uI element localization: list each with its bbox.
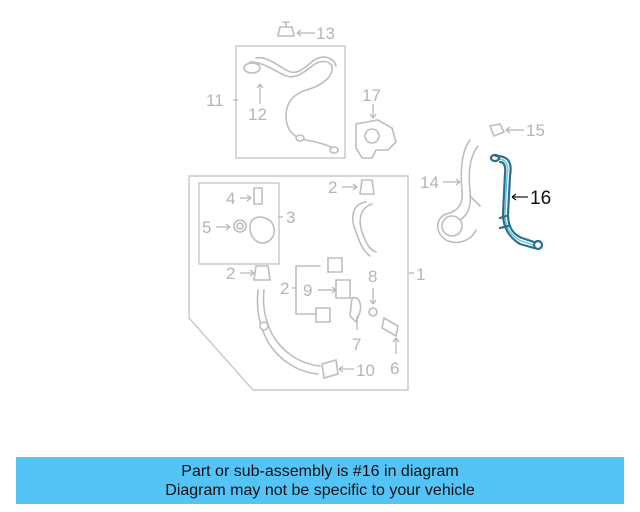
parts-3-4-5 <box>216 187 283 244</box>
callout-9: 9 <box>303 281 312 300</box>
callout-1: 1 <box>416 265 425 284</box>
callout-2c: 2 <box>280 279 289 298</box>
callout-4: 4 <box>226 189 235 208</box>
callout-11: 11 <box>206 91 224 110</box>
callout-5: 5 <box>202 218 211 237</box>
group-3-frame <box>198 182 280 265</box>
part-15-clip <box>488 123 524 138</box>
group-1-parts <box>240 179 400 380</box>
callout-12: 12 <box>248 105 267 124</box>
callout-16: 16 <box>530 188 551 209</box>
part-14-hose <box>409 139 481 274</box>
callout-2a: 2 <box>328 178 337 197</box>
group-11-frame <box>235 45 346 159</box>
callout-8: 8 <box>368 267 377 286</box>
banner-line-2: Diagram may not be specific to your vehi… <box>165 481 475 499</box>
callout-14: 14 <box>420 173 439 192</box>
banner-line-1: Part or sub-assembly is #16 in diagram <box>181 462 459 480</box>
callout-6: 6 <box>390 359 399 378</box>
part-17-pump <box>355 104 397 159</box>
group-1-frame <box>188 175 409 391</box>
callout-7: 7 <box>352 335 361 354</box>
part-16-pipe <box>489 153 544 251</box>
callout-2b: 2 <box>226 264 235 283</box>
callout-3: 3 <box>286 208 295 227</box>
callout-15: 15 <box>526 121 545 140</box>
callout-10: 10 <box>356 361 375 380</box>
part-13-clip <box>277 21 315 37</box>
callout-13: 13 <box>316 24 335 43</box>
callout-17: 17 <box>362 86 381 105</box>
part-11-hose <box>233 56 339 154</box>
info-banner: Part or sub-assembly is #16 in diagram D… <box>16 457 624 504</box>
